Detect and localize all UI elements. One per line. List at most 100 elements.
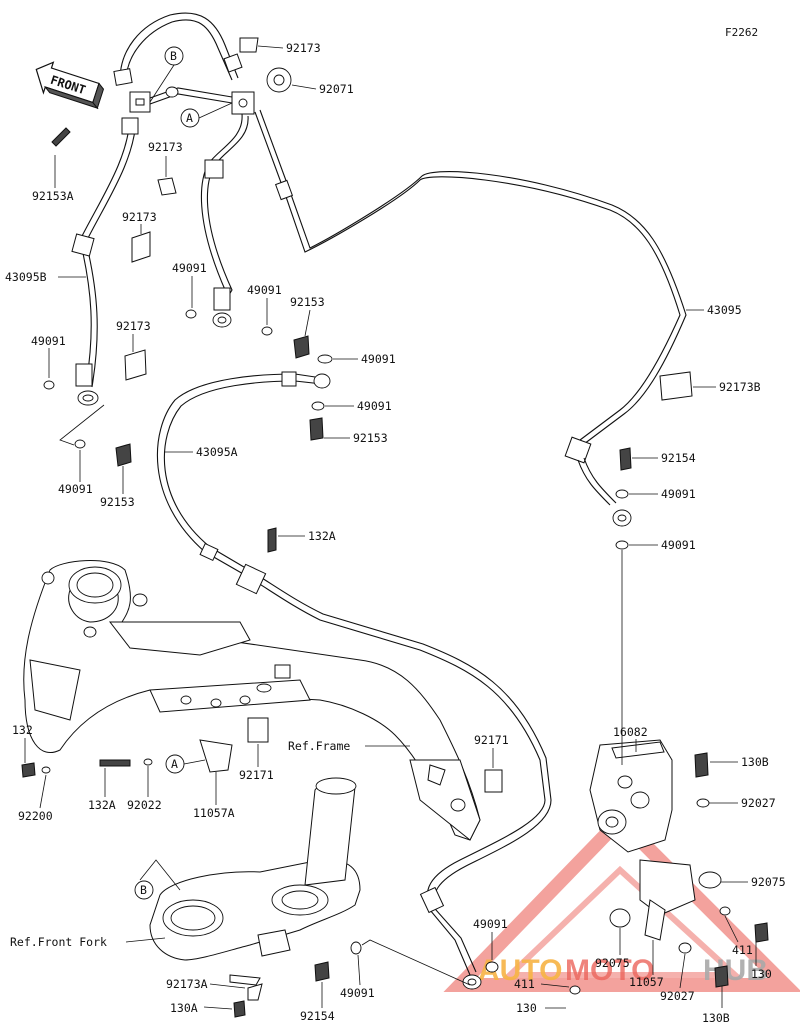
front-arrow: FRONT — [35, 61, 105, 110]
svg-text:130A: 130A — [170, 1001, 198, 1015]
svg-text:49091: 49091 — [31, 334, 66, 348]
svg-text:92173B: 92173B — [719, 380, 761, 394]
label-92171-a: 92171 — [239, 744, 274, 782]
label-92173b: 92173B — [693, 380, 761, 394]
svg-text:92173: 92173 — [116, 319, 151, 333]
label-92075-a: 92075 — [721, 875, 786, 889]
label-92171-b: 92171 — [474, 733, 509, 768]
svg-text:Ref.Front Fork: Ref.Front Fork — [10, 935, 107, 949]
svg-text:B: B — [170, 49, 177, 63]
triple-clamp — [149, 777, 361, 986]
label-92173a: 92173A — [166, 977, 246, 991]
ref-circle-b-top: B — [149, 46, 184, 103]
label-11057: 11057 — [629, 940, 664, 989]
middle-hose-assembly — [156, 371, 552, 990]
label-11057a: 11057A — [193, 772, 235, 820]
svg-text:92173A: 92173A — [166, 977, 208, 991]
label-411-b: 411 — [724, 915, 753, 957]
svg-text:92173: 92173 — [286, 41, 321, 55]
watermark-moto: MOTO — [565, 954, 654, 987]
svg-text:B: B — [140, 883, 147, 897]
label-49091-j: 49091 — [340, 939, 471, 1000]
svg-text:43095A: 43095A — [196, 445, 238, 459]
ref-circle-a-top: A — [180, 102, 233, 128]
label-49091-b: 49091 — [172, 261, 207, 308]
svg-text:Ref.Frame: Ref.Frame — [288, 739, 350, 753]
label-49091-g: 49091 — [629, 487, 696, 501]
abs-unit — [569, 739, 731, 995]
label-49091-i: 49091 — [473, 917, 508, 960]
svg-text:411: 411 — [732, 943, 753, 957]
label-92075-b: 92075 — [595, 928, 630, 970]
svg-text:92153: 92153 — [100, 495, 135, 509]
label-92027-b: 92027 — [660, 953, 695, 1003]
label-130a: 130A — [170, 1001, 233, 1015]
svg-text:92075: 92075 — [595, 956, 630, 970]
svg-text:49091: 49091 — [357, 399, 392, 413]
svg-text:49091: 49091 — [661, 538, 696, 552]
label-92153-c: 92153 — [100, 466, 135, 509]
svg-text:92027: 92027 — [660, 989, 695, 1003]
label-49091-a: 49091 — [31, 334, 66, 378]
svg-text:92171: 92171 — [239, 768, 274, 782]
fasteners — [21, 37, 769, 1018]
label-92022: 92022 — [127, 766, 162, 812]
ref-circle-b-lower: B — [134, 859, 181, 900]
svg-text:92171: 92171 — [474, 733, 509, 747]
svg-text:49091: 49091 — [361, 352, 396, 366]
svg-text:49091: 49091 — [340, 986, 375, 1000]
label-92153-a: 92153 — [290, 295, 325, 337]
label-49091-d: 49091 — [333, 352, 396, 366]
svg-text:92071: 92071 — [319, 82, 354, 96]
svg-text:92154: 92154 — [300, 1009, 335, 1023]
label-130-b: 130 — [516, 1001, 566, 1015]
svg-text:49091: 49091 — [473, 917, 508, 931]
label-92153-b: 92153 — [324, 431, 388, 445]
svg-text:92173: 92173 — [148, 140, 183, 154]
svg-text:411: 411 — [514, 977, 535, 991]
label-130b-a: 130B — [710, 755, 769, 769]
label-92154-b: 92154 — [300, 982, 335, 1023]
svg-text:130: 130 — [516, 1001, 537, 1015]
svg-text:43095B: 43095B — [5, 270, 47, 284]
top-hose-assembly — [71, 12, 687, 527]
label-43095b: 43095B — [5, 270, 86, 284]
label-43095: 43095 — [686, 303, 742, 317]
svg-text:A: A — [186, 111, 193, 125]
svg-text:43095: 43095 — [707, 303, 742, 317]
upper-bracket-frame — [23, 560, 481, 841]
svg-text:92173: 92173 — [122, 210, 157, 224]
svg-text:92022: 92022 — [127, 798, 162, 812]
label-92200: 92200 — [18, 774, 53, 823]
label-92173-top: 92173 — [257, 41, 321, 55]
label-92027-a: 92027 — [709, 796, 776, 810]
svg-text:49091: 49091 — [58, 482, 93, 496]
label-49091-e: 49091 — [325, 399, 392, 413]
svg-text:130B: 130B — [702, 1011, 730, 1025]
svg-text:130B: 130B — [741, 755, 769, 769]
svg-text:49091: 49091 — [172, 261, 207, 275]
ref-front-fork: Ref.Front Fork — [10, 935, 166, 949]
label-132a-b: 132A — [88, 768, 116, 812]
label-49091-c: 49091 — [247, 283, 282, 325]
svg-text:A: A — [171, 757, 178, 771]
label-132: 132 — [12, 723, 33, 763]
label-411-a: 411 — [514, 977, 570, 991]
svg-text:11057A: 11057A — [193, 806, 235, 820]
label-92173-c: 92173 — [116, 319, 151, 352]
svg-text:49091: 49091 — [247, 283, 282, 297]
svg-text:92075: 92075 — [751, 875, 786, 889]
svg-text:92153A: 92153A — [32, 189, 74, 203]
svg-text:92154: 92154 — [661, 451, 696, 465]
label-92071: 92071 — [291, 82, 354, 96]
svg-text:49091: 49091 — [661, 487, 696, 501]
svg-text:16082: 16082 — [613, 725, 648, 739]
svg-text:132A: 132A — [308, 529, 336, 543]
label-130-a: 130 — [751, 942, 772, 981]
svg-text:11057: 11057 — [629, 975, 664, 989]
svg-text:132A: 132A — [88, 798, 116, 812]
label-132a-a: 132A — [278, 529, 336, 543]
svg-text:92153: 92153 — [353, 431, 388, 445]
